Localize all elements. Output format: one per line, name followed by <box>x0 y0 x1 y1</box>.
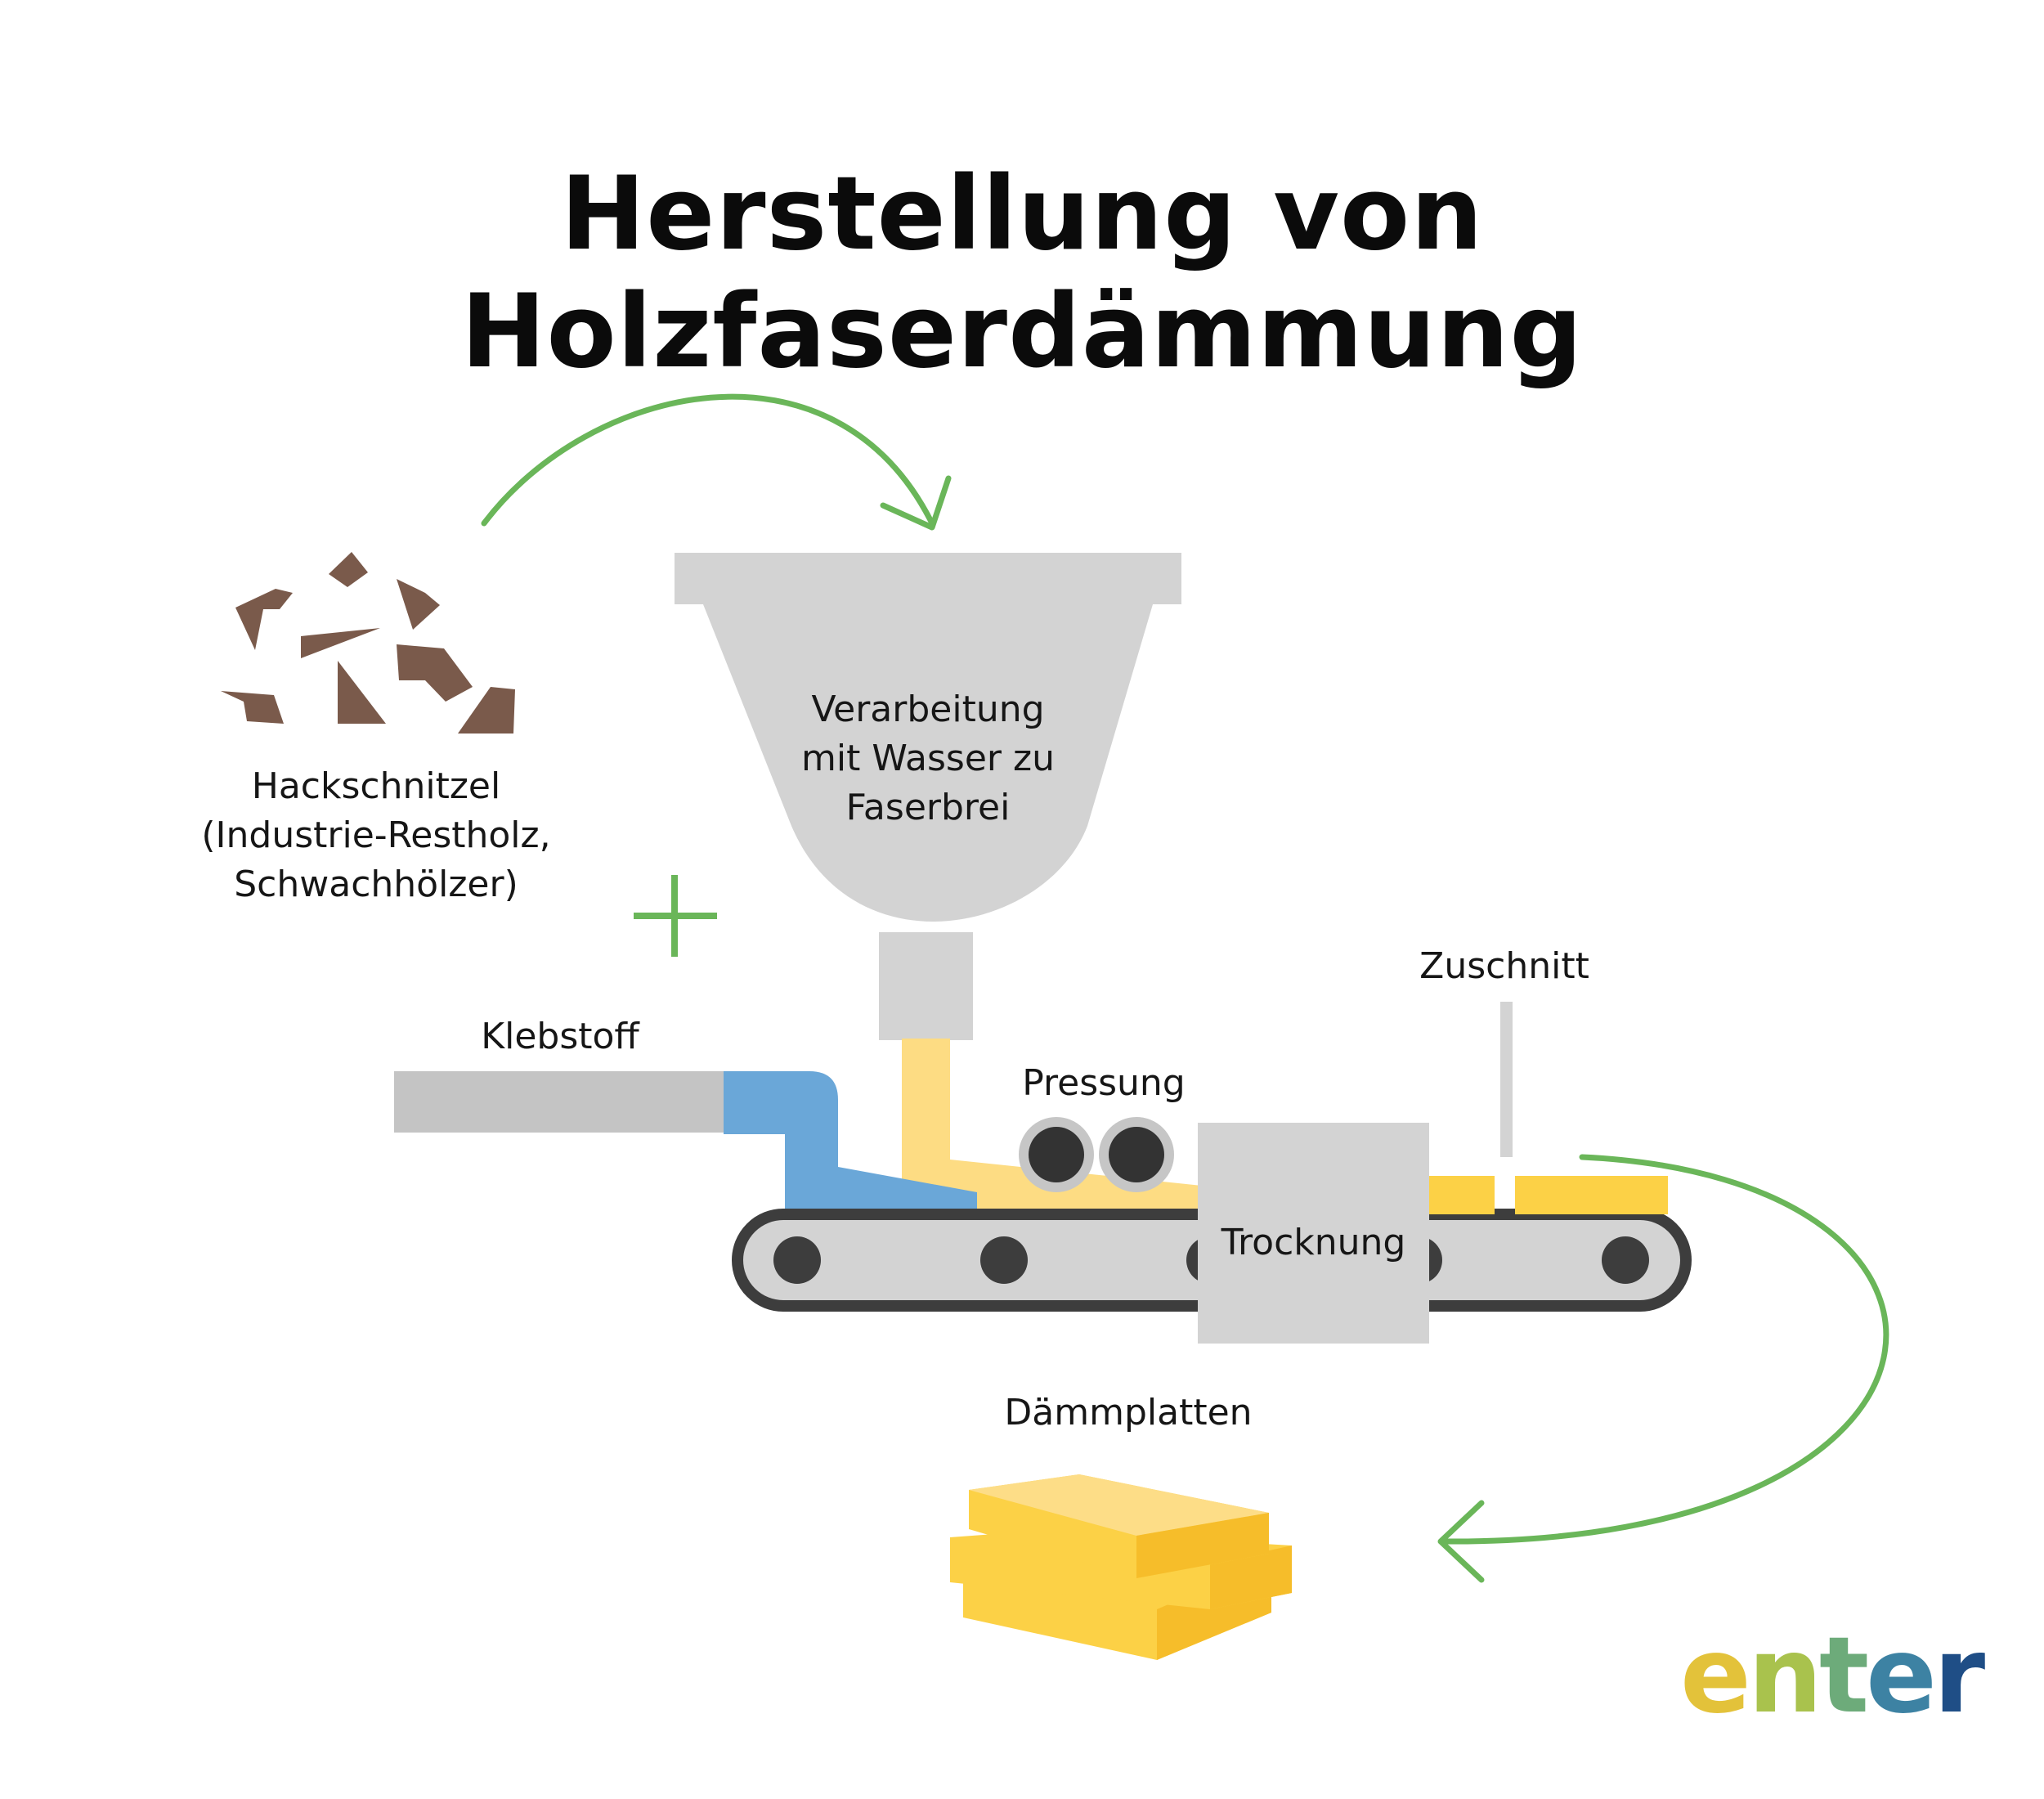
plus-icon <box>634 875 717 957</box>
label-boards: Dämmplatten <box>1004 1392 1253 1433</box>
drying-chamber <box>1198 1123 1429 1344</box>
insulation-boards-icon <box>950 1474 1292 1660</box>
logo-letter-t: t <box>1818 1615 1869 1737</box>
label-cutting: Zuschnitt <box>1419 945 1589 987</box>
label-raw-material: Hackschnitzel (Industrie-Restholz, Schwa… <box>196 762 556 909</box>
label-processing-line-3: Faserbrei <box>845 787 1011 828</box>
fiber-pulp-flow <box>902 1039 1202 1214</box>
label-processing-line-2: mit Wasser zu <box>801 738 1055 779</box>
page-title: Herstellung von Holzfaserdämmung <box>460 155 1584 391</box>
logo-letter-n: n <box>1747 1615 1822 1737</box>
label-processing: Verarbeitung mit Wasser zu Faserbrei <box>764 685 1091 832</box>
label-glue: Klebstoff <box>481 1016 639 1057</box>
label-raw-material-line-3: Schwachhölzer) <box>234 864 518 905</box>
label-processing-line-1: Verarbeitung <box>811 689 1045 730</box>
logo-letter-e2: e <box>1866 1615 1937 1737</box>
label-drying: Trocknung <box>1221 1222 1406 1263</box>
enter-logo: enter <box>1680 1615 1985 1737</box>
label-raw-material-line-2: (Industrie-Restholz, <box>201 814 551 856</box>
hopper <box>675 553 1181 1040</box>
cutter-blade <box>1500 1002 1513 1157</box>
label-raw-material-line-1: Hackschnitzel <box>251 765 501 807</box>
glue-pipe <box>394 1071 977 1214</box>
label-pressing: Pressung <box>1022 1062 1186 1104</box>
logo-letter-e1: e <box>1680 1615 1751 1737</box>
arrow-chips-to-hopper <box>481 393 952 531</box>
cut-boards-on-belt <box>1427 1176 1668 1214</box>
logo-letter-r: r <box>1933 1615 1985 1737</box>
press-rollers-icon <box>1019 1117 1174 1192</box>
wood-chips-icon <box>221 552 515 734</box>
arrow-belt-to-boards <box>1437 1154 1889 1583</box>
